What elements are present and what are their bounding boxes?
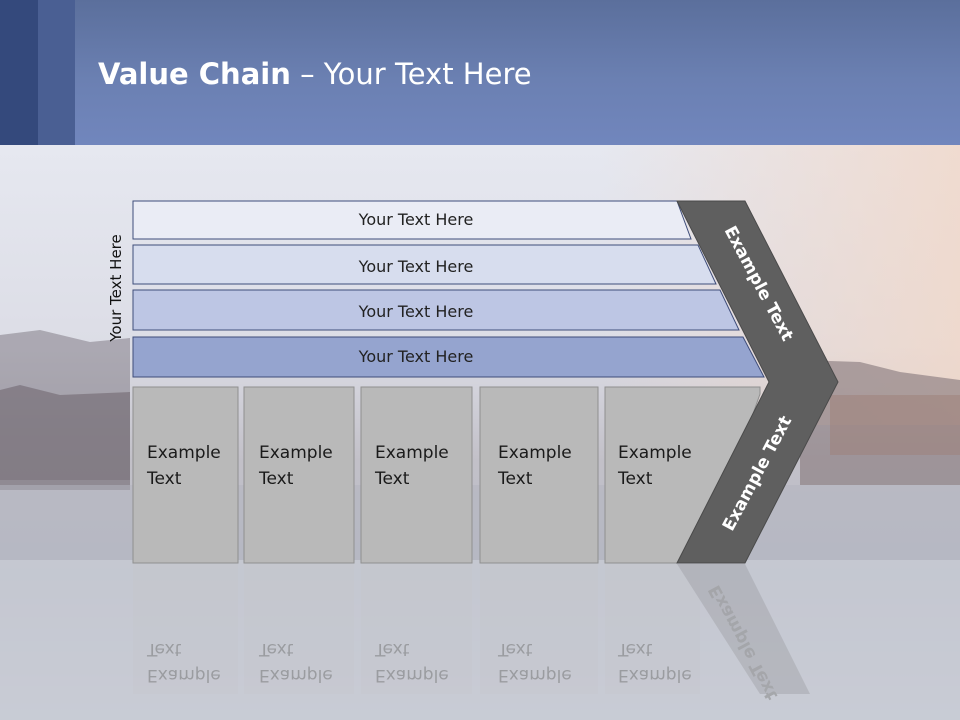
box-4 xyxy=(479,386,599,564)
reflection-text: Example xyxy=(259,665,333,685)
header-band xyxy=(0,0,960,145)
box-3 xyxy=(360,386,473,564)
box-2 xyxy=(243,386,355,564)
box-4-line1: Example xyxy=(498,443,572,463)
box-3-line1: Example xyxy=(375,443,449,463)
bar-1 xyxy=(132,200,692,240)
chevron-arrow-shape xyxy=(676,200,839,564)
box-5-line1: Example xyxy=(618,443,692,463)
bar-4 xyxy=(132,336,765,378)
reflection-box xyxy=(244,564,354,694)
bars: Your Text Here Your Text Here Your Text … xyxy=(132,200,765,378)
bar-3 xyxy=(132,289,740,331)
bar-3-label: Your Text Here xyxy=(358,302,474,321)
box-1-line1: Example xyxy=(147,443,221,463)
reflection-boxes xyxy=(133,564,700,694)
box-1-line2: Text xyxy=(146,469,182,489)
box-1 xyxy=(132,386,239,564)
reflection-text: Text xyxy=(374,639,410,659)
reflection-text: Example xyxy=(147,665,221,685)
bar-4-label: Your Text Here xyxy=(358,347,474,366)
bar-2 xyxy=(132,244,717,285)
reflection: Example Text Example Text Example Text E… xyxy=(133,564,810,703)
bar-2-label: Your Text Here xyxy=(358,257,474,276)
box-4-line2: Text xyxy=(497,469,533,489)
reflection-text: Text xyxy=(497,639,533,659)
box-2-line2: Text xyxy=(258,469,294,489)
box-2-line1: Example xyxy=(259,443,333,463)
header-stripe xyxy=(0,0,38,145)
page-title-bold: Value Chain xyxy=(98,57,291,91)
page-title: Value Chain – Your Text Here xyxy=(98,54,532,94)
bar-1-label: Your Text Here xyxy=(358,210,474,229)
box-3-line2: Text xyxy=(374,469,410,489)
reflection-text: Example xyxy=(375,665,449,685)
reflection-box xyxy=(133,564,238,694)
reflection-box xyxy=(480,564,598,694)
reflection-text: Text xyxy=(146,639,182,659)
reflection-text: Text xyxy=(617,639,653,659)
box-5-line2: Text xyxy=(617,469,653,489)
reflection-text: Text xyxy=(258,639,294,659)
page-title-rest: – Your Text Here xyxy=(290,57,532,91)
reflection-box xyxy=(361,564,472,694)
header-stripe xyxy=(38,0,75,145)
boxes: Example Text Example Text Example Text E… xyxy=(132,386,761,564)
reflection-arrow xyxy=(677,564,810,694)
reflection-text: Example xyxy=(618,665,692,685)
reflection-box xyxy=(605,564,700,694)
reflection-text: Example xyxy=(498,665,572,685)
